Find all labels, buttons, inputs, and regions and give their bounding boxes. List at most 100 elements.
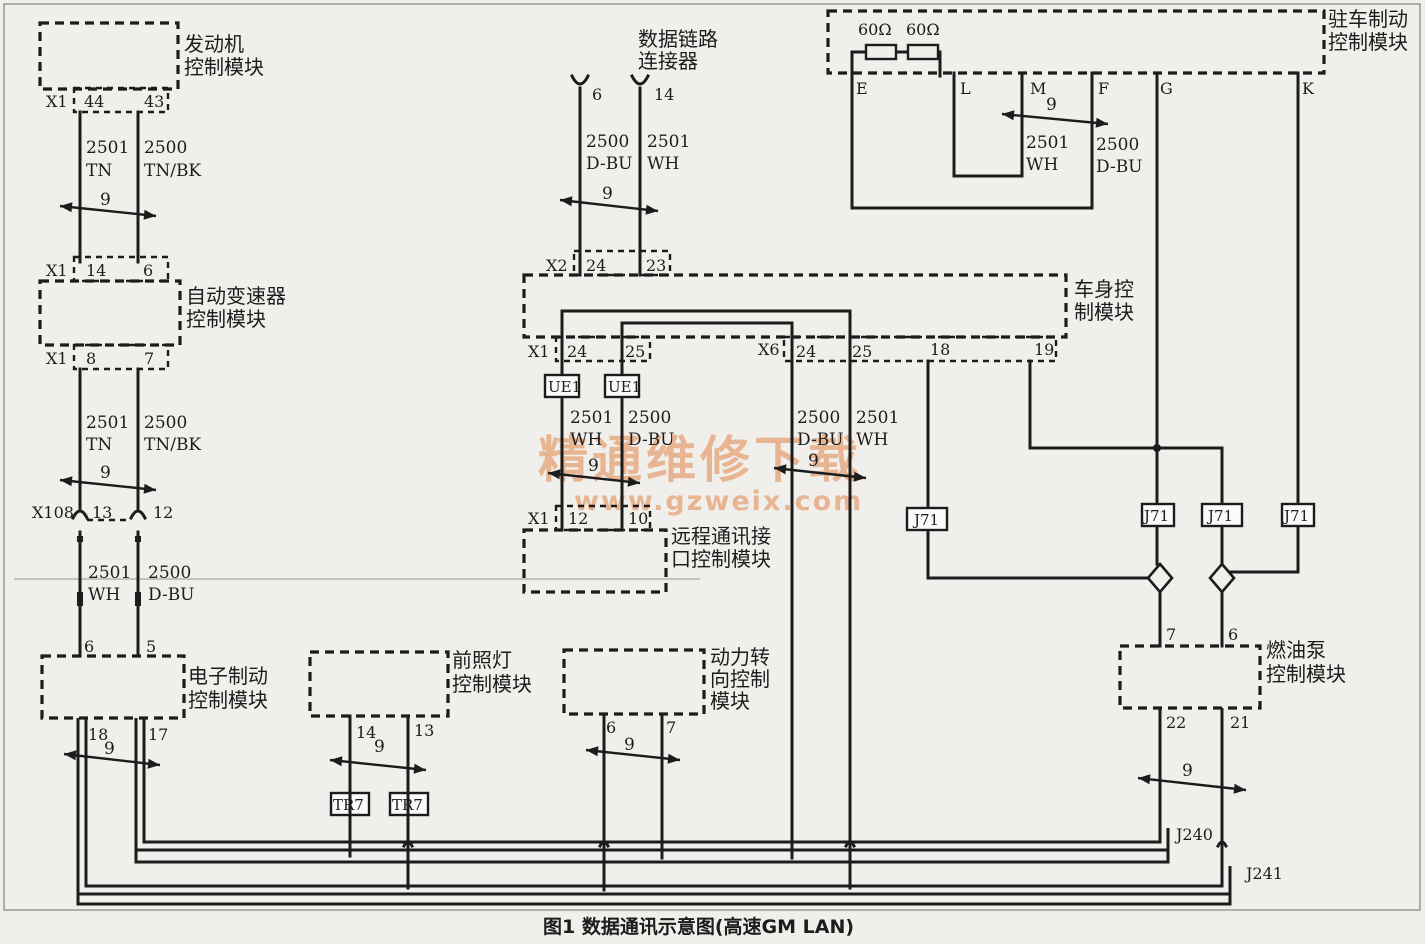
ebcm-bottom-pin-b: 17 [148, 725, 168, 744]
bus-j241-label: J241 [1244, 864, 1283, 883]
ue1-tag-label: UE1 [548, 378, 581, 396]
wire-color-tnbk: TN/BK [144, 161, 201, 181]
j71-tag-label: J71 [912, 511, 939, 529]
x108-terminal-a [70, 509, 90, 521]
tcm-module-label-1: 自动变速器 [186, 284, 286, 308]
eps-pin-b: 7 [666, 718, 676, 737]
headlamp-module-label-2: 控制模块 [452, 672, 532, 696]
wire-crossover [597, 840, 611, 849]
wire-circuit-2500: 2500 [148, 563, 191, 583]
twist-count: 9 [602, 184, 613, 204]
x108-connector-id: X108 [32, 503, 74, 522]
dlc-terminal-a [569, 73, 591, 86]
wire-circuit-2500: 2500 [586, 132, 629, 152]
j71-tag [905, 506, 949, 532]
j71-tag [1200, 502, 1244, 528]
wire-bcm-19 [1028, 359, 1224, 566]
epb-module-label-1: 驻车制动 [1328, 7, 1408, 31]
wire-circuit-2500: 2500 [144, 413, 187, 433]
tcm-bottom-pin-a: 8 [86, 349, 96, 368]
ecm-module-box [38, 21, 180, 91]
bcm-pin-18: 18 [930, 340, 950, 359]
twist-indicator [1001, 112, 1109, 126]
eps-module-label-1: 动力转 [710, 645, 770, 669]
wire-color-dbu: D-BU [628, 430, 675, 450]
x108-terminal-b [128, 509, 148, 521]
fpcm-module-label-2: 控制模块 [1266, 662, 1346, 686]
eps-pin-a: 6 [606, 718, 616, 737]
resistor-value: 60Ω [858, 20, 892, 39]
tcm-module-box [38, 279, 182, 347]
bcm-x1-connector-id: X1 [528, 342, 550, 361]
ebcm-top-pin-a: 6 [84, 637, 94, 656]
tcm-module-label-2: 控制模块 [186, 307, 266, 331]
ebcm-bottom-pin-a: 18 [88, 725, 108, 744]
bcm-x6-pin-b: 25 [852, 342, 872, 361]
bcm-x6-pin-a: 24 [796, 342, 816, 361]
fpcm-top-pin-b: 6 [1228, 625, 1238, 644]
ue1-tag [543, 373, 581, 399]
wire-color-tn: TN [86, 435, 112, 455]
twist-count: 9 [588, 456, 599, 476]
epb-pin-k: K [1302, 79, 1315, 98]
resistor-60-ohm [906, 43, 940, 61]
twist-count: 9 [1182, 761, 1193, 781]
twist-count: 9 [374, 737, 385, 757]
bcm-module-label-2: 制模块 [1074, 300, 1134, 324]
wire-crossover [401, 840, 415, 849]
dlc-pin-a: 6 [592, 85, 602, 104]
dlc-pin-b: 14 [654, 85, 674, 104]
epb-pin-l: L [960, 79, 971, 98]
diagram-frame [3, 3, 1421, 911]
epb-module-label-2: 控制模块 [1328, 30, 1408, 54]
tcm-bottom-pin-b: 7 [144, 349, 154, 368]
telematics-pin-a: 12 [568, 509, 588, 528]
fpcm-top-pin-a: 7 [1166, 625, 1176, 644]
twist-count: 9 [100, 463, 111, 483]
ue1-tag-label: UE1 [608, 378, 641, 396]
j71-tag-label: J71 [1206, 507, 1233, 525]
wire-circuit-2500: 2500 [797, 408, 840, 428]
fpcm-bottom-pin-b: 21 [1230, 713, 1250, 732]
wire-epb-k [1228, 71, 1300, 574]
wire-crossover [843, 840, 857, 849]
headlamp-module-box [308, 650, 450, 718]
wire-circuit-2500: 2500 [628, 408, 671, 428]
epb-pin-m: M [1030, 79, 1046, 98]
eps-module-label-2: 向控制 [710, 667, 770, 691]
fpcm-module-label-1: 燃油泵 [1266, 638, 1326, 662]
bcm-x1-pin-a: 24 [567, 342, 587, 361]
headlamp-pin-b: 13 [414, 721, 434, 740]
wire-circuit-2501: 2501 [86, 413, 129, 433]
figure-caption: 图1 数据通讯示意图(高速GM LAN) [543, 915, 854, 938]
splice-pack-diamond [1208, 562, 1236, 594]
twist-indicator [773, 466, 867, 480]
bus-j240 [134, 708, 1170, 864]
j71-tag-label: J71 [1282, 507, 1309, 525]
twist-indicator [1137, 776, 1247, 792]
wire-mark [77, 536, 83, 542]
headlamp-module-label-1: 前照灯 [452, 648, 512, 672]
ebcm-module-label-2: 控制模块 [188, 688, 268, 712]
telematics-pin-b: 10 [628, 509, 648, 528]
wire-color-tnbk: TN/BK [144, 435, 201, 455]
ue1-tag [603, 373, 641, 399]
bcm-pin-19: 19 [1034, 340, 1054, 359]
twist-count: 9 [1046, 95, 1057, 115]
watermark-name: 精通维修下载 [538, 431, 862, 489]
ecm-pin-a: 44 [84, 92, 104, 111]
twist-count: 9 [624, 735, 635, 755]
bcm-x1-connector [554, 335, 652, 363]
headlamp-pin-a: 14 [356, 723, 376, 742]
epb-pin-f: F [1098, 79, 1109, 98]
resistor-60-ohm [864, 43, 898, 61]
tcm-top-pin-a: 14 [86, 261, 106, 280]
wire-mark [77, 592, 83, 606]
telematics-connector-id: X1 [528, 509, 550, 528]
wire-circuit-2501: 2501 [86, 138, 129, 158]
bus-j240-label: J240 [1174, 825, 1213, 844]
wire-circuit-2501: 2501 [1026, 133, 1069, 153]
twist-indicator [59, 478, 157, 492]
x108-pin-b: 12 [153, 503, 173, 522]
wire-color-dbu: D-BU [586, 154, 633, 174]
